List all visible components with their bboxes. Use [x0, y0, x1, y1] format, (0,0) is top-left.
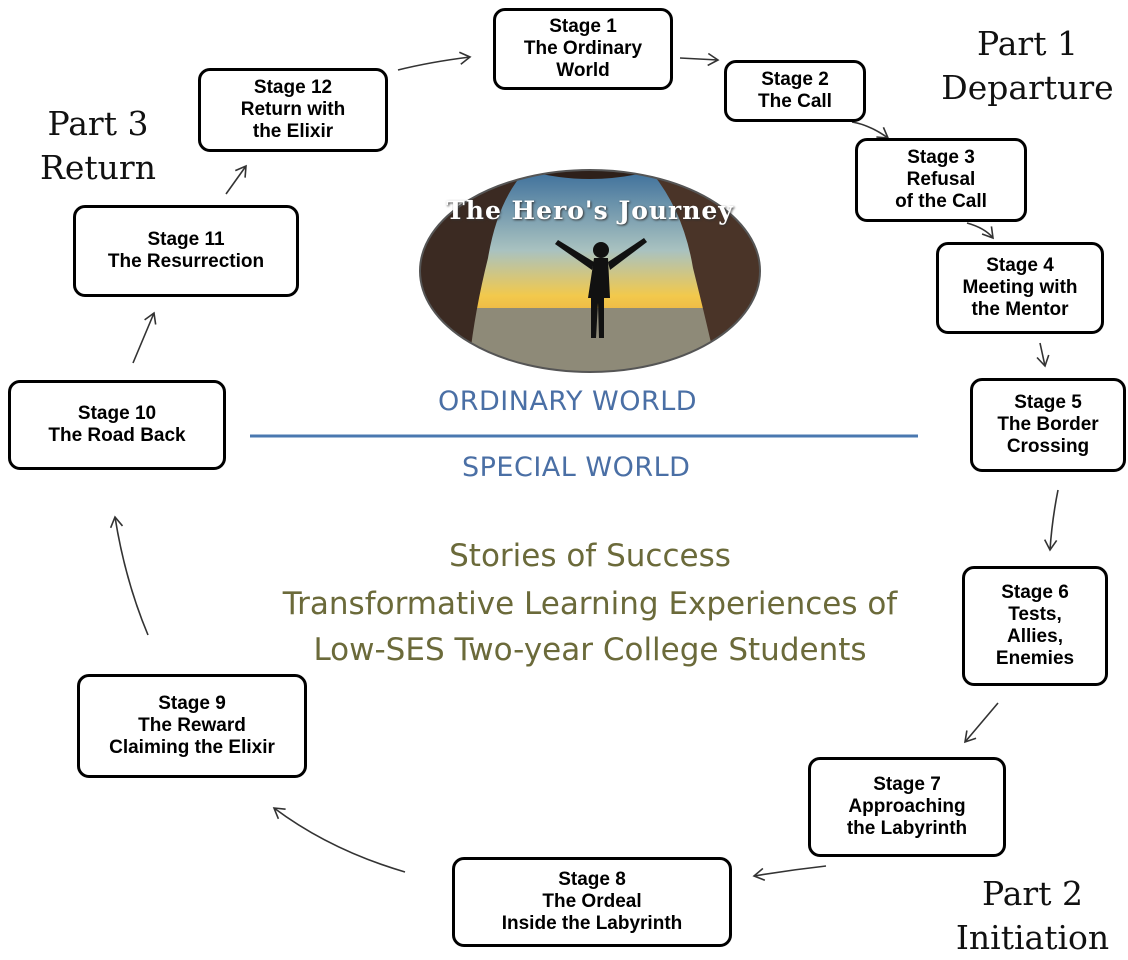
stage-1-name-line-2: World [556, 60, 610, 81]
part-2-label: Part 2 Initiation [940, 872, 1125, 960]
arrow-1-to-2 [679, 52, 720, 67]
stage-8-name-line-1: The Ordeal [542, 891, 642, 912]
stage-6-name-line-3: Enemies [995, 648, 1075, 669]
arrow-10-to-11 [132, 311, 157, 364]
part-3-number: Part 3 [47, 104, 149, 143]
arrow-2-to-3 [851, 121, 890, 139]
stage-10-name-line-1: The Road Back [48, 425, 186, 446]
arrow-6-to-7 [963, 702, 999, 744]
part-1-label: Part 1 Departure [935, 22, 1120, 110]
stage-6-name-line-2: Allies, [1007, 626, 1063, 647]
part-2-number: Part 2 [982, 874, 1083, 913]
stage-5-box: Stage 5 The Border Crossing [970, 378, 1126, 472]
stage-3-number: Stage 3 [907, 147, 975, 168]
arrow-8-to-9 [272, 807, 406, 873]
heros-journey-logo [419, 169, 761, 373]
stage-11-number: Stage 11 [147, 229, 225, 250]
stage-7-number: Stage 7 [873, 774, 941, 795]
stage-4-name-line-1: Meeting with [962, 277, 1078, 298]
stage-1-name-line-1: The Ordinary [523, 38, 643, 59]
arrow-4-to-5 [1036, 342, 1050, 368]
stage-3-box: Stage 3 Refusal of the Call [855, 138, 1027, 222]
subtitle-line-3: Low-SES Two-year College Students [313, 632, 867, 668]
part-1-number: Part 1 [977, 24, 1078, 63]
stage-11-box: Stage 11 The Resurrection [73, 205, 299, 297]
stage-9-box: Stage 9 The Reward Claiming the Elixir [77, 674, 307, 778]
stage-8-box: Stage 8 The Ordeal Inside the Labyrinth [452, 857, 732, 947]
stage-12-name-line-2: the Elixir [252, 121, 334, 142]
stage-9-name-line-1: The Reward [138, 715, 246, 736]
subtitle-line-1: Stories of Success [449, 538, 731, 574]
stage-8-name-line-2: Inside the Labyrinth [501, 913, 683, 934]
stage-12-number: Stage 12 [253, 77, 333, 98]
part-1-title: Departure [941, 68, 1114, 107]
stage-1-box: Stage 1 The Ordinary World [493, 8, 673, 90]
stage-6-number: Stage 6 [1001, 582, 1069, 603]
stage-4-number: Stage 4 [986, 255, 1054, 276]
stage-7-box: Stage 7 Approaching the Labyrinth [808, 757, 1006, 857]
stage-4-name-line-2: the Mentor [971, 299, 1069, 320]
stage-6-box: Stage 6 Tests, Allies, Enemies [962, 566, 1108, 686]
stage-11-name-line-1: The Resurrection [107, 251, 265, 272]
stage-5-number: Stage 5 [1014, 392, 1082, 413]
stage-2-box: Stage 2 The Call [724, 60, 866, 122]
arrow-9-to-10 [109, 515, 149, 636]
stage-6-name-line-1: Tests, [1008, 604, 1062, 625]
stage-2-number: Stage 2 [761, 69, 829, 90]
stage-9-number: Stage 9 [158, 693, 226, 714]
arrow-5-to-6 [1043, 489, 1059, 552]
stage-12-name-line-1: Return with [240, 99, 346, 120]
stage-4-box: Stage 4 Meeting with the Mentor [936, 242, 1104, 334]
stage-8-number: Stage 8 [558, 869, 626, 890]
stage-3-name-line-1: Refusal [906, 169, 976, 190]
part-3-title: Return [40, 148, 156, 187]
arrow-12-to-1 [397, 51, 472, 71]
arrow-7-to-8 [752, 865, 827, 882]
arrow-3-to-4 [966, 222, 994, 240]
logo-title: The Hero's Journey [446, 196, 734, 225]
arrow-11-to-12 [225, 164, 247, 195]
special-world-label: SPECIAL WORLD [462, 452, 691, 483]
stage-1-number: Stage 1 [549, 16, 617, 37]
stage-5-name-line-2: Crossing [1006, 436, 1090, 457]
stage-12-box: Stage 12 Return with the Elixir [198, 68, 388, 152]
stage-9-name-line-2: Claiming the Elixir [109, 737, 275, 758]
part-2-title: Initiation [955, 918, 1110, 957]
subtitle-line-2: Transformative Learning Experiences of [282, 586, 898, 622]
part-3-label: Part 3 Return [18, 102, 178, 190]
stage-10-number: Stage 10 [77, 403, 157, 424]
stage-7-name-line-2: the Labyrinth [846, 818, 968, 839]
stage-10-box: Stage 10 The Road Back [8, 380, 226, 470]
ordinary-world-label: ORDINARY WORLD [438, 386, 698, 417]
stage-3-name-line-2: of the Call [895, 191, 987, 212]
stage-2-name-line-1: The Call [758, 91, 832, 112]
stage-7-name-line-1: Approaching [848, 796, 966, 817]
stage-5-name-line-1: The Border [997, 414, 1099, 435]
